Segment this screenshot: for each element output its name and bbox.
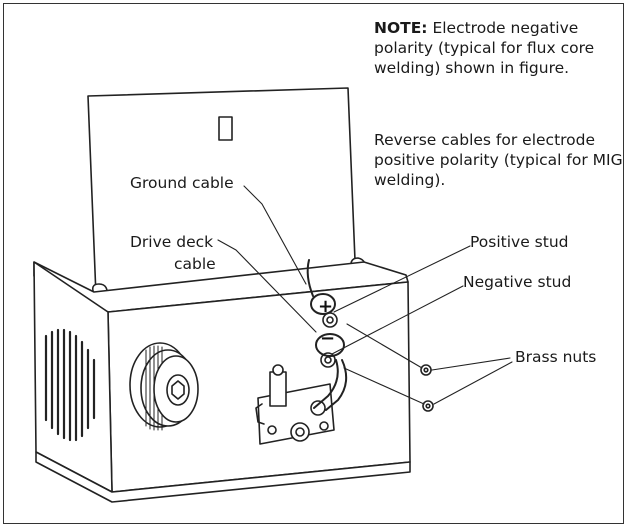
brass-nut-2 — [422, 400, 434, 412]
reverse-note-text: Reverse cables for electrode positive po… — [374, 131, 623, 189]
housing-base — [35, 451, 411, 503]
drive-deck-cable-label-line2: cable — [174, 255, 216, 273]
note-text: NOTE: Electrode negative polarity (typic… — [374, 18, 624, 78]
drive-cable-ring — [315, 333, 345, 357]
minus-symbol: − — [320, 328, 335, 349]
brass-nuts-label: Brass nuts — [515, 348, 597, 366]
note-body: Electrode negative polarity (typical for… — [374, 19, 595, 77]
leader-lines — [217, 185, 513, 405]
plus-symbol: + — [318, 296, 333, 317]
figure-border — [3, 3, 624, 524]
drive-deck-cable-label-line1: Drive deck — [130, 233, 214, 251]
ground-cable-ring — [310, 293, 336, 315]
negative-stud-label: Negative stud — [463, 273, 572, 291]
ground-cable-graphic — [306, 259, 314, 297]
ground-cable-label: Ground cable — [130, 174, 234, 192]
brass-nut-1 — [420, 364, 432, 376]
lid-latch — [218, 116, 233, 141]
vent-grille — [44, 328, 96, 442]
drive-cable-graphic — [313, 359, 348, 411]
positive-stud-label: Positive stud — [470, 233, 569, 251]
drive-deck — [255, 364, 335, 445]
wire-spool — [129, 342, 199, 431]
note-heading: NOTE: — [374, 19, 428, 37]
positive-stud-graphic — [322, 312, 338, 328]
